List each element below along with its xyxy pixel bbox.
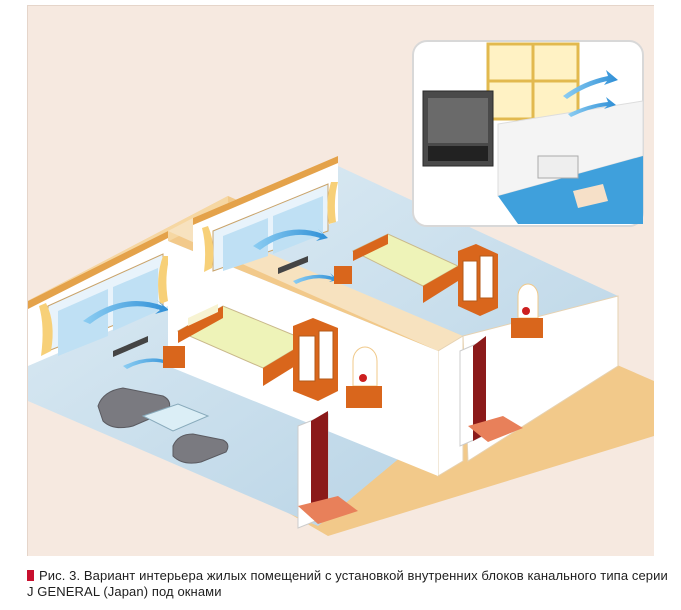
caption-marker xyxy=(27,570,34,581)
sofa-set xyxy=(97,387,229,464)
left-door xyxy=(297,411,358,529)
right-door xyxy=(459,336,523,447)
right-wardrobe xyxy=(458,244,498,316)
flower-vase-icon xyxy=(359,374,367,382)
airflow-arrow-icon xyxy=(83,300,169,324)
illustration-frame xyxy=(27,5,654,556)
apartment-illustration xyxy=(28,40,654,536)
figure-caption: Рис. 3. Вариант интерьера жилых помещени… xyxy=(27,568,675,600)
right-room xyxy=(193,156,619,462)
nightstand xyxy=(163,346,185,368)
caption-text: Рис. 3. Вариант интерьера жилых помещени… xyxy=(27,568,668,599)
duct-unit-icon xyxy=(113,336,148,357)
left-dresser xyxy=(346,346,382,408)
left-wardrobe xyxy=(293,318,338,401)
right-dresser xyxy=(511,283,543,338)
inset-closeup xyxy=(412,40,644,227)
